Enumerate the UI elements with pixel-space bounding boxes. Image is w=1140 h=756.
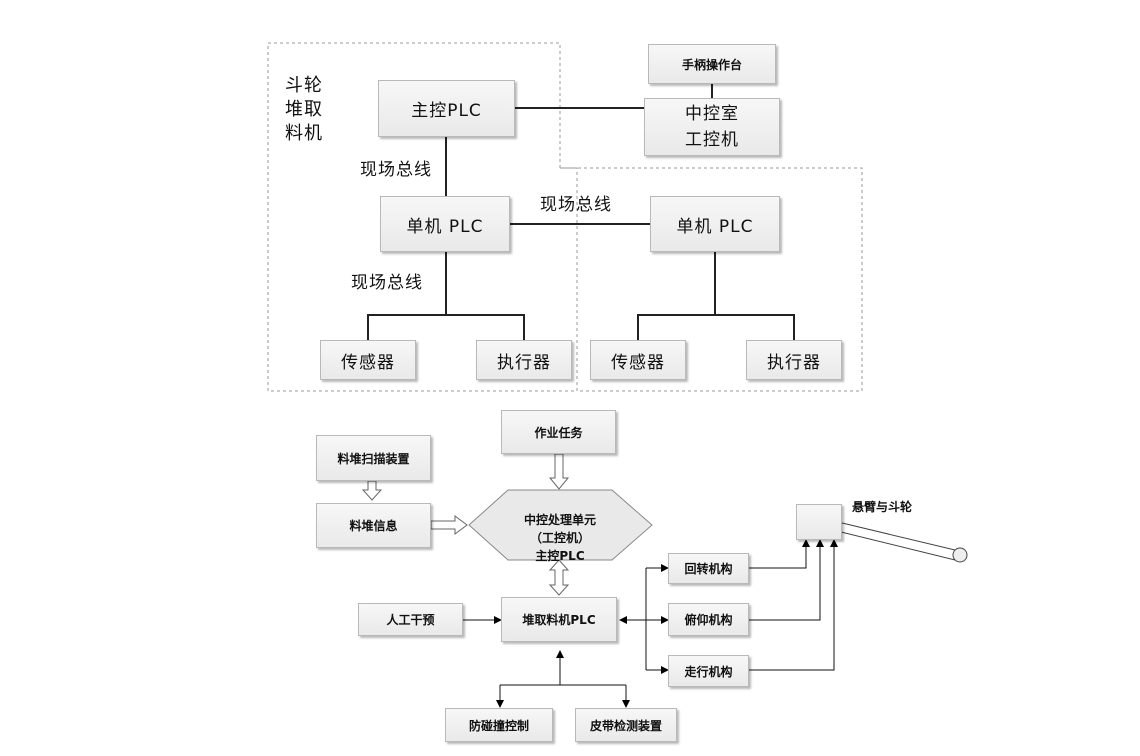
unit-plc-right-box: 单机 PLC	[650, 196, 780, 252]
task-box: 作业任务	[501, 410, 616, 454]
luffing-box: 俯仰机构	[668, 603, 749, 636]
stacker-group-outline	[267, 42, 578, 392]
control-room-box: 中控室 工控机	[644, 98, 780, 156]
travel-box: 走行机构	[668, 655, 749, 687]
slewing-to-boom-arrow	[749, 539, 810, 569]
central-unit-shape	[468, 489, 653, 561]
fieldbus-label-3: 现场总线	[351, 273, 423, 293]
second-unit-group-outline	[560, 167, 863, 392]
sensor-left-box: 传感器	[320, 340, 416, 380]
fieldbus-label-2: 现场总线	[540, 195, 612, 215]
stacker-group-label: 斗轮 堆取 料机	[285, 75, 323, 144]
manual-intervention-box: 人工干预	[358, 603, 463, 636]
anti-collision-box: 防碰撞控制	[445, 708, 553, 742]
left-unit-branch-line	[367, 314, 525, 340]
pile-info-hollow-arrow	[430, 515, 468, 535]
fieldbus-label-1: 现场总线	[360, 160, 432, 180]
bucket-wheel-icon	[952, 547, 968, 563]
unit-plc-left-box: 单机 PLC	[380, 196, 510, 252]
boom-icon	[837, 521, 968, 563]
scan-hollow-arrow	[361, 480, 383, 501]
right-unit-branch-line	[637, 314, 795, 340]
handle-console-box: 手柄操作台	[648, 44, 776, 84]
luffing-to-boom-arrow	[749, 539, 824, 621]
task-hollow-arrow	[548, 453, 570, 490]
pile-scan-box: 料堆扫描装置	[316, 435, 431, 481]
central-unit-label: 中控处理单元 （工控机） 主控PLC	[523, 513, 596, 563]
boom-label: 悬臂与斗轮	[852, 500, 913, 514]
central-plc-double-arrow	[548, 559, 570, 596]
actuator-left-box: 执行器	[476, 340, 572, 380]
sensor-right-box: 传感器	[590, 340, 686, 380]
actuator-right-box: 执行器	[746, 340, 842, 380]
pile-info-box: 料堆信息	[316, 503, 431, 548]
boom-pivot-box	[796, 504, 842, 540]
stacker-plc-box: 堆取料机PLC	[501, 597, 617, 642]
travel-to-boom-arrow	[749, 539, 838, 671]
main-plc-box: 主控PLC	[378, 80, 515, 137]
slewing-box: 回转机构	[668, 553, 749, 584]
belt-detect-box: 皮带检测装置	[575, 708, 677, 742]
